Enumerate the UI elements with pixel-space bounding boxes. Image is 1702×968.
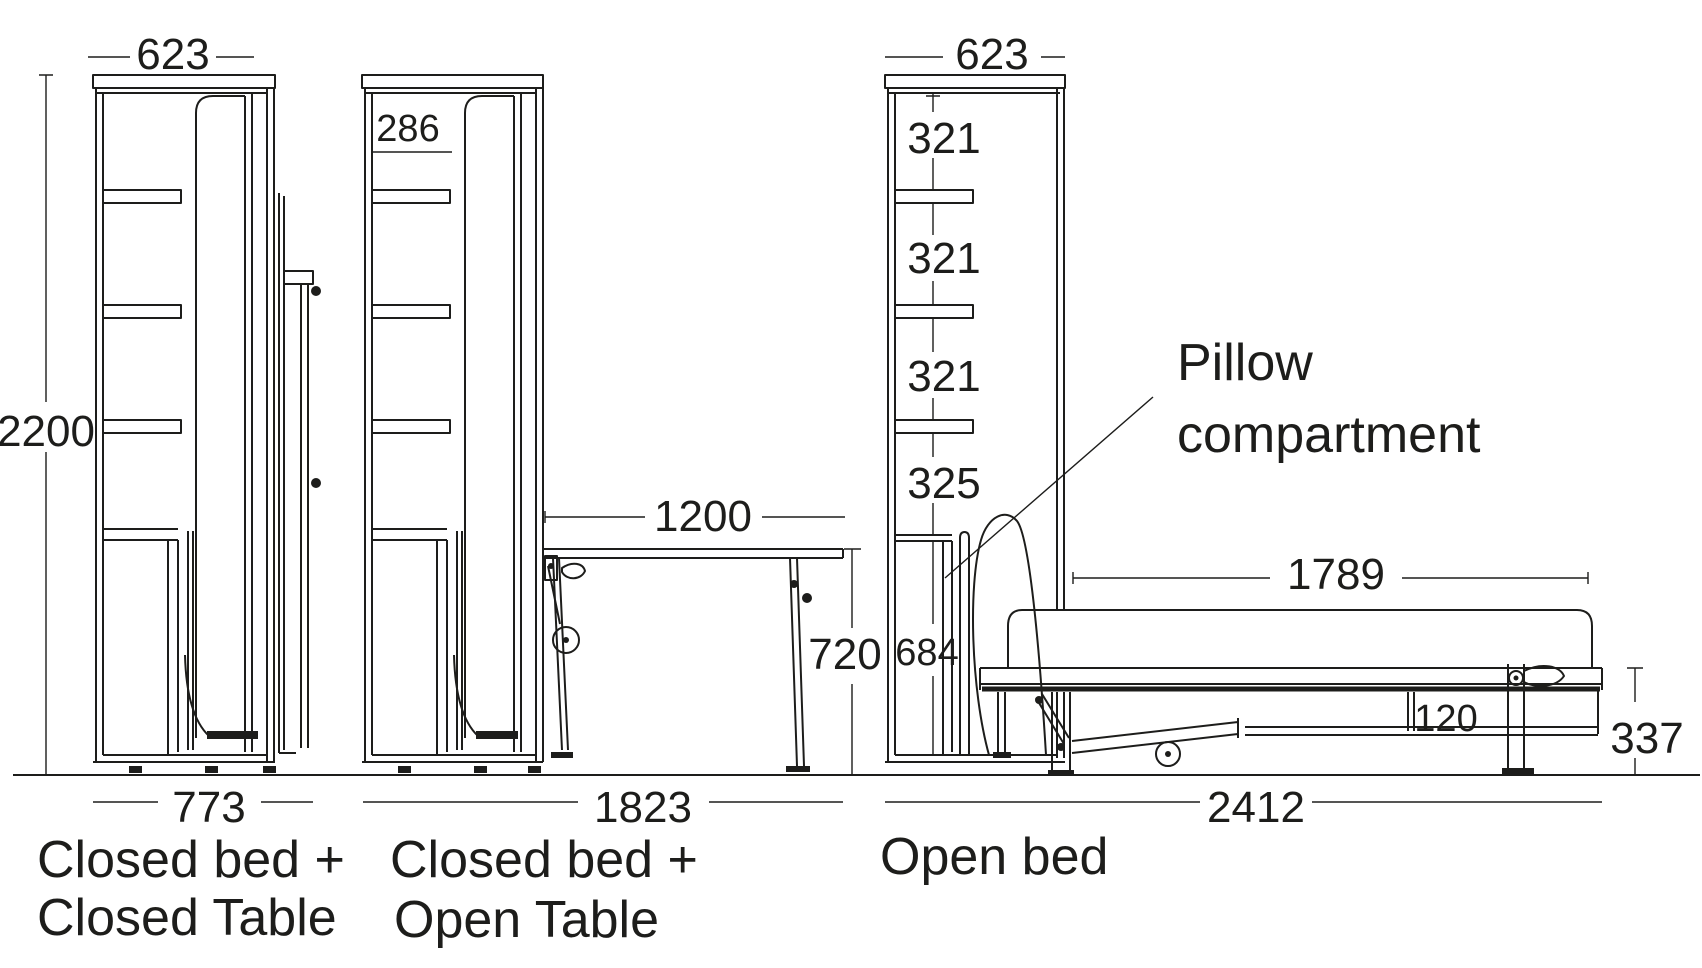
cabinet-outline (361, 74, 544, 763)
dim-shelf-3-label: 321 (907, 352, 980, 401)
bed-frame-edge (207, 731, 258, 739)
bed-wheel (1155, 741, 1181, 767)
pillow-compartment-box (103, 528, 210, 755)
cabinet-outline (92, 74, 276, 763)
dim-shelf-1-label: 321 (907, 114, 980, 163)
view-open-bed (884, 56, 1643, 803)
dim-shelf-4-label: 325 (907, 459, 980, 508)
dim-shelf-spacing-label: 286 (376, 108, 439, 150)
bed-frame-edge (476, 731, 518, 739)
shelves (102, 189, 182, 434)
caption-closed-bed-open-table-2: Open Table (394, 891, 659, 949)
dim-bed-height-label: 337 (1610, 714, 1683, 763)
dim-table-height-line (844, 548, 861, 775)
view-closed-bed-open-table (361, 74, 861, 803)
dim-width-top-label: 623 (136, 30, 209, 79)
bed-frame (979, 664, 1603, 770)
caption-closed-bed-closed-table-2: Closed Table (37, 889, 337, 947)
dim-width-top-label: 623 (955, 30, 1028, 79)
dim-shelf-2-label: 321 (907, 234, 980, 283)
table-lock-knob (311, 286, 321, 296)
shelves (371, 189, 451, 434)
pillow-compartment-box (372, 528, 479, 755)
caption-closed-bed-open-table-1: Closed bed + (390, 831, 698, 889)
dim-compartment-height-label: 684 (895, 632, 958, 674)
table-feet (551, 752, 810, 772)
bracket-pivot-hub (1513, 675, 1519, 681)
dim-mattress-length-line (1072, 572, 1589, 584)
pillow-shape (972, 513, 1047, 756)
bed-feet (993, 752, 1534, 776)
caption-closed-bed-closed-table-1: Closed bed + (37, 831, 345, 889)
cabinet-feet (398, 766, 541, 773)
view-closed-bed-closed-table (39, 56, 321, 803)
leg-lock-knob (802, 593, 812, 603)
linkage-screw (1035, 696, 1043, 704)
drawing (13, 56, 1700, 803)
hinge-screw (548, 563, 554, 569)
dim-height-label: 2200 (0, 407, 95, 456)
shelf-dimension-chain-line (926, 93, 940, 755)
caption-open-bed: Open bed (880, 828, 1108, 886)
pillow-compartment-box (895, 531, 970, 755)
open-table (543, 548, 844, 767)
dim-footprint-label: 1823 (594, 783, 692, 832)
folded-table (278, 193, 314, 754)
dim-frame-gap-label: 120 (1414, 698, 1477, 740)
bracket-pivot (1508, 670, 1524, 686)
bed-door-panel (464, 93, 522, 752)
leg-pivot-screw (790, 580, 798, 588)
table-lock-knob (311, 478, 321, 488)
dim-table-length-line (544, 511, 845, 523)
dim-table-length-label: 1200 (654, 492, 752, 541)
mattress (1007, 609, 1593, 669)
labels: 623 2200 773 Closed bed + Closed Table 2… (0, 30, 1684, 949)
table-leg-pulley (552, 626, 580, 654)
dim-footprint-label: 773 (172, 783, 245, 832)
shelves (894, 189, 974, 434)
dim-footprint-label: 2412 (1207, 783, 1305, 832)
bed-door-panel (195, 93, 253, 752)
pillow-compartment-callout-2: compartment (1177, 406, 1481, 464)
dim-mattress-length-label: 1789 (1287, 550, 1385, 599)
dim-height-line (39, 74, 53, 775)
pillow-callout-leader-line (944, 396, 1154, 579)
pillow-compartment-callout-1: Pillow (1177, 334, 1313, 392)
cabinet-feet (129, 766, 276, 773)
dim-table-height-label: 720 (808, 630, 881, 679)
wheel-hub (1165, 751, 1171, 757)
leg-pivot-screw (1057, 743, 1065, 751)
pulley-hub (563, 637, 569, 643)
dim-bed-height-line (1627, 667, 1643, 775)
